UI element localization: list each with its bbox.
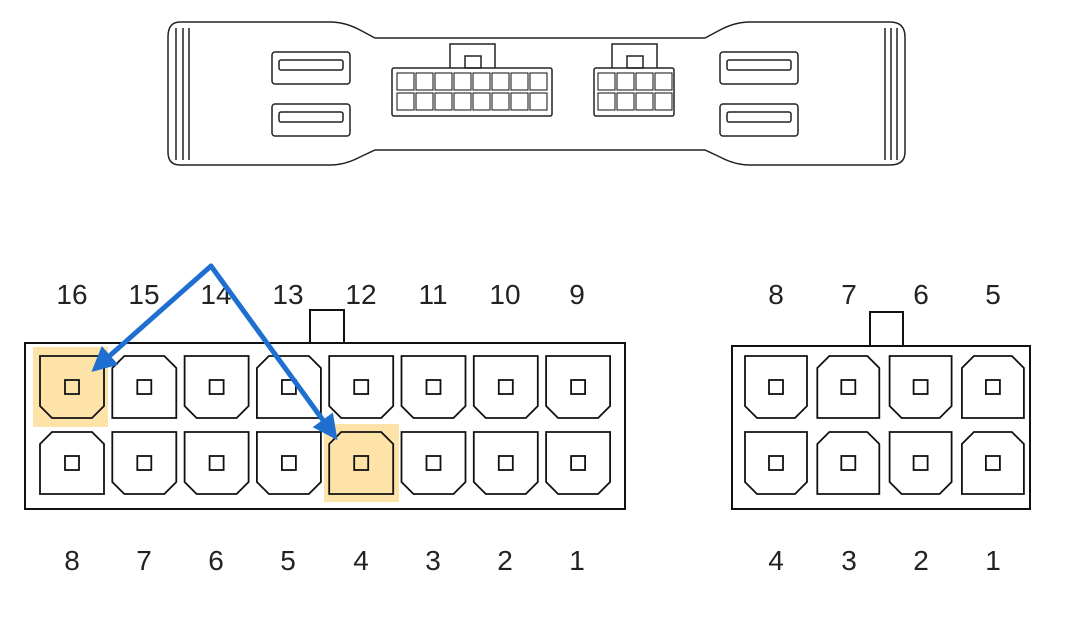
pin-number: 3 bbox=[841, 545, 857, 576]
arrow-to-pin-16 bbox=[91, 263, 214, 372]
pin-cell-4 bbox=[744, 431, 808, 495]
pin-4-highlight bbox=[324, 424, 399, 502]
pin-contact-7 bbox=[840, 379, 857, 395]
pin-number: 4 bbox=[768, 545, 784, 576]
pin-number: 1 bbox=[985, 545, 1001, 576]
pin-contact-2 bbox=[912, 455, 929, 471]
pin-cell-2 bbox=[472, 431, 539, 495]
pin-contact-8 bbox=[768, 379, 784, 395]
pin-cell-12 bbox=[328, 355, 395, 419]
pin-contact-7 bbox=[136, 455, 153, 471]
pin-numbers-16-top: 16 15 14 13 12 11 10 9 bbox=[56, 279, 584, 310]
pin-cell-2 bbox=[888, 431, 953, 495]
pin-number: 7 bbox=[136, 545, 152, 576]
pin-number: 10 bbox=[489, 279, 520, 310]
jumper-arrows bbox=[91, 263, 338, 441]
pin-contact-12 bbox=[353, 379, 370, 395]
left-upper-slot bbox=[271, 51, 351, 85]
pin-cell-1 bbox=[545, 431, 611, 495]
pin-contact-10 bbox=[497, 379, 514, 395]
pin-contact-6 bbox=[208, 455, 225, 471]
pin-contact-6 bbox=[912, 379, 929, 395]
pin-cell-3 bbox=[816, 431, 881, 495]
left-lower-slot bbox=[271, 103, 351, 137]
pin-contact-5 bbox=[985, 379, 1001, 395]
pin-cell-1 bbox=[961, 431, 1025, 495]
pin-contact-8 bbox=[64, 455, 80, 471]
pin-cell-5 bbox=[255, 431, 322, 495]
connector-16pin-housing bbox=[24, 342, 626, 510]
pin-number: 3 bbox=[425, 545, 441, 576]
pin-cell-15 bbox=[111, 355, 178, 419]
pin-contact-1 bbox=[570, 455, 586, 471]
pin-cell-8 bbox=[39, 431, 105, 495]
connector-16pin-latch bbox=[309, 309, 345, 343]
pin-numbers-8-bottom: 4 3 2 1 bbox=[768, 545, 1001, 576]
pin-number: 2 bbox=[913, 545, 929, 576]
pin-number: 1 bbox=[569, 545, 585, 576]
pin-cell-9 bbox=[545, 355, 611, 419]
pin-cell-7 bbox=[111, 431, 178, 495]
pin-16-highlight bbox=[33, 347, 108, 427]
pin-contact-15 bbox=[136, 379, 153, 395]
pin-number: 5 bbox=[985, 279, 1001, 310]
pin-contact-16 bbox=[64, 379, 80, 395]
connector-8pin-latch bbox=[869, 311, 904, 346]
pin-number: 16 bbox=[56, 279, 87, 310]
pin-contact-5 bbox=[280, 455, 297, 471]
pin-number: 8 bbox=[64, 545, 80, 576]
pin-number: 13 bbox=[272, 279, 303, 310]
pin-cell-11 bbox=[400, 355, 467, 419]
connector-8pin-housing bbox=[731, 345, 1031, 510]
pin-number: 9 bbox=[569, 279, 585, 310]
pin-cell-8 bbox=[744, 355, 808, 419]
right-lower-slot bbox=[719, 103, 799, 137]
pin-contact-14 bbox=[208, 379, 225, 395]
pin-numbers-8-top: 8 7 6 5 bbox=[768, 279, 1001, 310]
pin-cell-5 bbox=[961, 355, 1025, 419]
pin-number: 4 bbox=[353, 545, 369, 576]
pin-number: 8 bbox=[768, 279, 784, 310]
pin-cell-14 bbox=[183, 355, 250, 419]
pin-contact-4 bbox=[768, 455, 784, 471]
pin-number: 15 bbox=[128, 279, 159, 310]
pin-contact-4 bbox=[353, 455, 370, 471]
pin-cell-6 bbox=[888, 355, 953, 419]
pin-number: 6 bbox=[208, 545, 224, 576]
pin-number: 2 bbox=[497, 545, 513, 576]
pin-cell-7 bbox=[816, 355, 881, 419]
pin-cell-4 bbox=[328, 431, 395, 495]
pin-contact-9 bbox=[570, 379, 586, 395]
right-upper-slot bbox=[719, 51, 799, 85]
pin-grid-8 bbox=[744, 355, 1025, 495]
pin-contact-2 bbox=[497, 455, 514, 471]
pin-contact-3 bbox=[840, 455, 857, 471]
pin-contact-11 bbox=[425, 379, 442, 395]
pin-number: 6 bbox=[913, 279, 929, 310]
connector-16pin bbox=[24, 309, 626, 510]
pin-number: 12 bbox=[345, 279, 376, 310]
pin-cell-10 bbox=[472, 355, 539, 419]
pin-number: 5 bbox=[280, 545, 296, 576]
pin-cell-3 bbox=[400, 431, 467, 495]
device-overview bbox=[167, 21, 906, 166]
pin-cell-6 bbox=[183, 431, 250, 495]
pin-contact-1 bbox=[985, 455, 1001, 471]
pin-contact-3 bbox=[425, 455, 442, 471]
pin-number: 11 bbox=[418, 279, 447, 310]
arrow-to-pin-4 bbox=[208, 263, 338, 441]
connector-8pin bbox=[731, 311, 1031, 510]
pin-cell-13 bbox=[255, 355, 322, 419]
pin-numbers-16-bottom: 8 7 6 5 4 3 2 1 bbox=[64, 545, 585, 576]
pin-number: 7 bbox=[841, 279, 857, 310]
